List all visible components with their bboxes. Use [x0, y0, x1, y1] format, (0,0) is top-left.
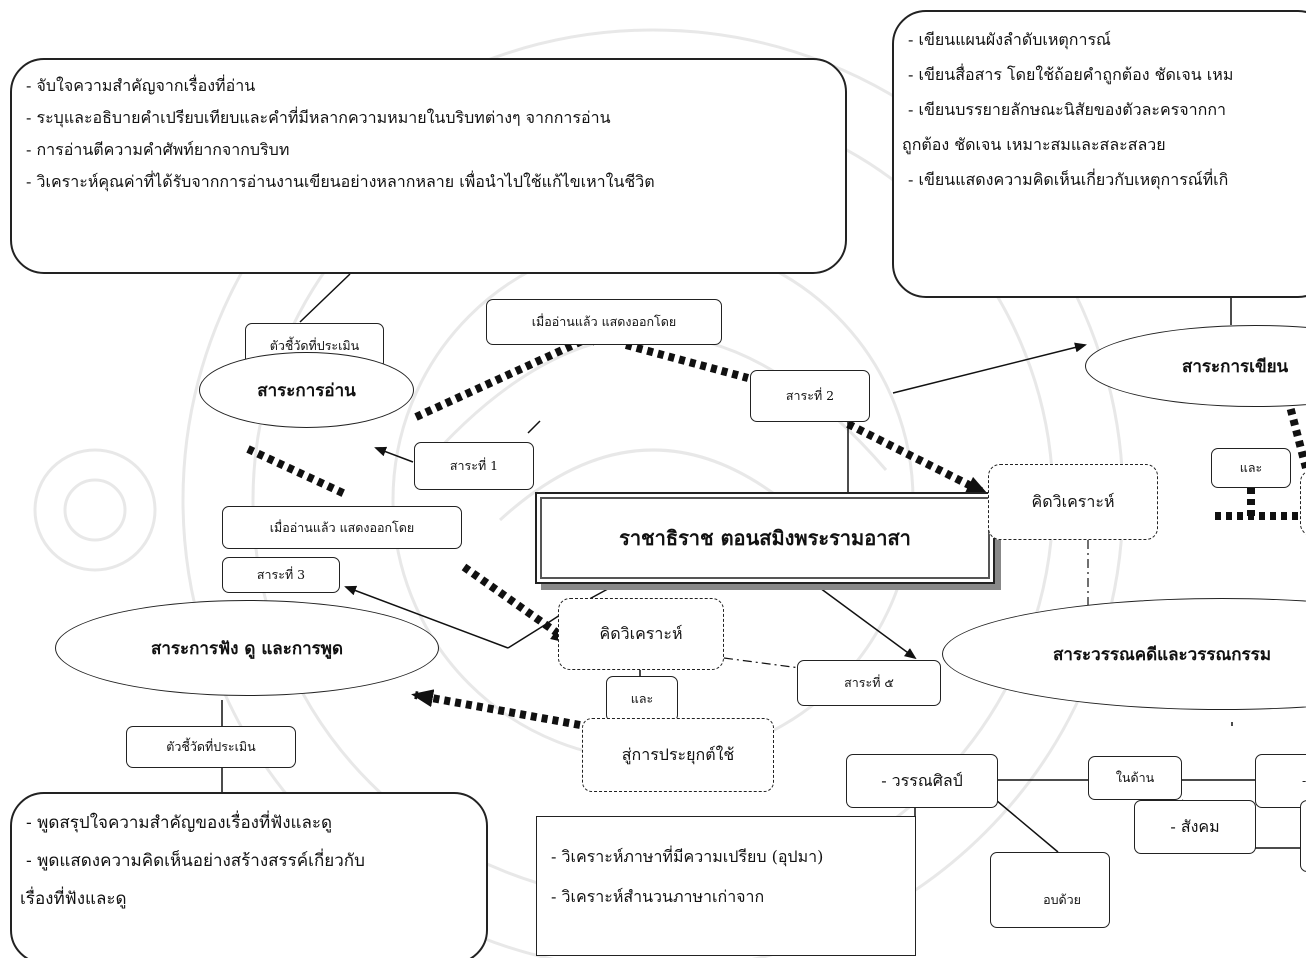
literary-art-box: - วรรณศิลป์ [846, 754, 998, 808]
writing-outcome-3: - เขียนบรรยายลักษณะนิสัยของตัวละครจากกา [908, 100, 1226, 119]
writing-outcomes-box: - เขียนแผนผังลำดับเหตุการณ์ - เขียนสื่อส… [892, 10, 1306, 298]
listening-outcome-2: - พูดแสดงความคิดเห็นอย่างสร้างสรรค์เกี่ย… [26, 851, 365, 871]
after-reading-label-top: เมื่ออ่านแล้ว แสดงออกโดย [486, 299, 722, 345]
partial-box-right: - ว [1255, 754, 1306, 808]
listening-outcome-1: - พูดสรุปใจความสำคัญของเรื่องที่ฟังและดู [26, 813, 333, 833]
analysis-item-1: - วิเคราะห์ภาษาที่มีความเปรียบ (อุปมา) [551, 847, 824, 866]
strand-2-label: สาระที่ 2 [750, 370, 870, 422]
reading-outcome-1: - จับใจความสำคัญจากเรื่องที่อ่าน [26, 76, 256, 95]
partial-box-right-lower [1300, 800, 1306, 872]
topic-listening: สาระการฟัง ดู และการพูด [55, 600, 439, 696]
reading-outcome-4: - วิเคราะห์คุณค่าที่ได้รับจากการอ่านงานเ… [26, 172, 655, 191]
reading-outcome-3: - การอ่านตีความคำศัพท์ยากจากบริบท [26, 140, 290, 159]
analysis-item-2: - วิเคราะห์สำนวนภาษาเก่าจาก [551, 887, 765, 906]
society-box: - สังคม [1134, 800, 1256, 854]
listening-outcome-2-cont: เรื่องที่ฟังและดู [20, 889, 127, 909]
reading-outcome-2: - ระบุและอธิบายคำเปรียบเทียบและคำที่มีหล… [26, 108, 611, 127]
writing-outcome-1: - เขียนแผนผังลำดับเหตุการณ์ [908, 30, 1111, 49]
writing-outcome-2: - เขียนสื่อสาร โดยใช้ถ้อยคำถูกต้อง ชัดเจ… [908, 65, 1234, 84]
reading-outcomes-box: - จับใจความสำคัญจากเรื่องที่อ่าน - ระบุแ… [10, 58, 847, 274]
listening-outcomes-box: - พูดสรุปใจความสำคัญของเรื่องที่ฟังและดู… [10, 792, 488, 958]
apply-box: สู่การประยุกต์ใช้ [582, 718, 774, 792]
indicator-label-listening: ตัวชี้วัดที่ประเมิน [126, 726, 296, 768]
topic-reading: สาระการอ่าน [199, 352, 414, 428]
analysis-box: - วิเคราะห์ภาษาที่มีความเปรียบ (อุปมา) -… [536, 816, 916, 956]
analytical-thinking-center: คิดวิเคราะห์ [558, 598, 724, 670]
partial-dashed-box-right [1300, 470, 1306, 536]
writing-outcome-4: - เขียนแสดงความคิดเห็นเกี่ยวกับเหตุการณ์… [908, 170, 1229, 189]
strand-1-label: สาระที่ 1 [414, 442, 534, 490]
strand-5-label: สาระที่ ๕ [797, 660, 941, 706]
main-title: ราชาธิราช ตอนสมิงพระรามอาสา [535, 492, 995, 584]
and-label-right: และ [1211, 448, 1291, 488]
after-reading-label-mid: เมื่ออ่านแล้ว แสดงออกโดย [222, 506, 462, 549]
strand-3-label: สาระที่ 3 [222, 557, 340, 593]
in-aspect-box: ในด้าน [1088, 756, 1182, 800]
writing-outcome-3-cont: ถูกต้อง ชัดเจน เหมาะสมและสละสลวย [902, 135, 1166, 154]
compose-box: อบด้วย [990, 852, 1110, 928]
and-label-center: และ [606, 676, 678, 722]
analytical-thinking-right: คิดวิเคราะห์ [988, 464, 1158, 540]
